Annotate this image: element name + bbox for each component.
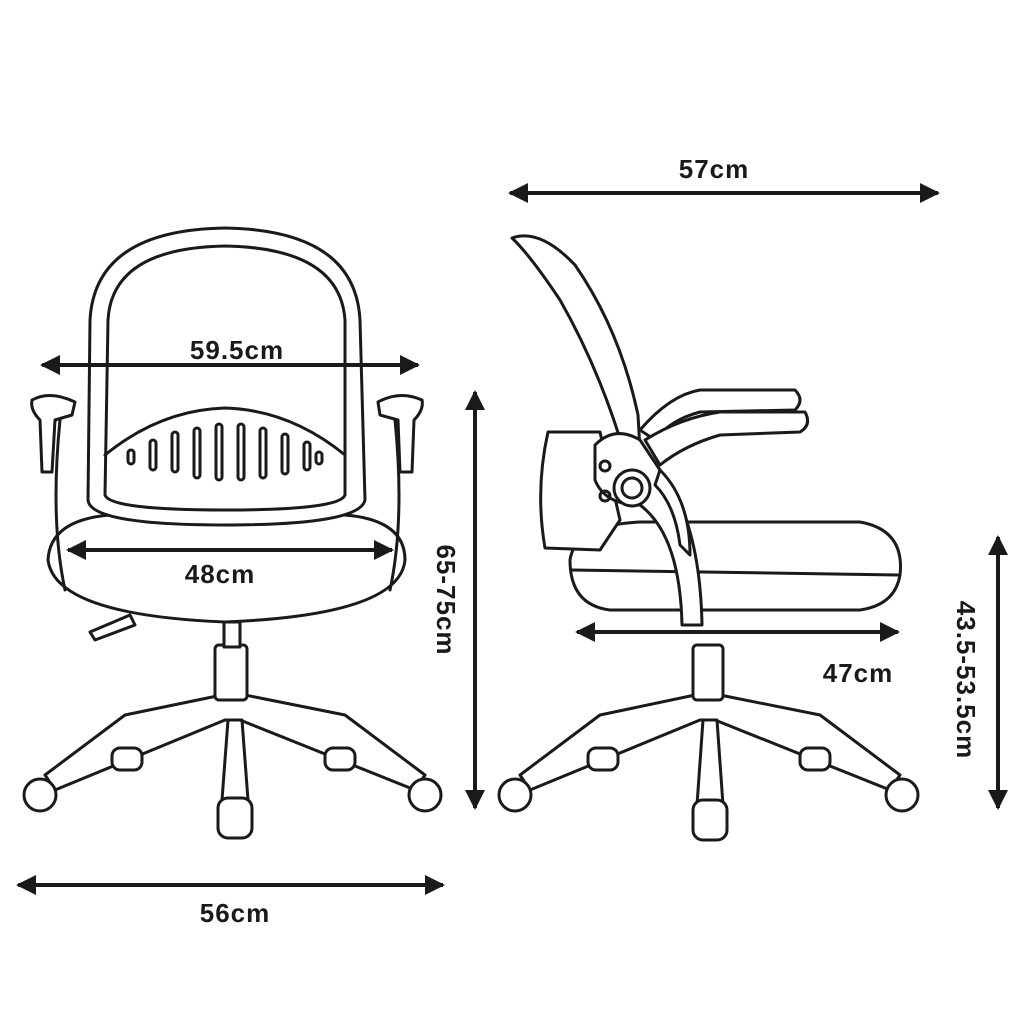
depth-label: 57cm — [679, 154, 750, 184]
front-casters — [22, 746, 443, 840]
side-view-chair — [497, 234, 920, 842]
side-base — [518, 693, 902, 807]
side-gas-cylinder — [691, 643, 725, 702]
front-backrest-vents — [126, 422, 324, 482]
seat-height-label: 43.5-53.5cm — [951, 601, 981, 759]
front-gas-cylinder — [213, 643, 249, 702]
total-height-label: 65-75cm — [431, 544, 461, 655]
side-seat — [568, 520, 902, 612]
front-lever — [88, 613, 137, 642]
seat-depth-label: 47cm — [823, 658, 894, 688]
front-base — [43, 693, 427, 802]
seat-width-label: 48cm — [185, 559, 256, 589]
side-casters — [497, 746, 920, 842]
front-view-chair — [22, 226, 443, 840]
side-tilt-knob — [612, 468, 652, 508]
front-right-armrest — [376, 394, 424, 474]
front-left-armrest — [30, 394, 77, 474]
side-backrest — [510, 234, 642, 457]
base-width-label: 56cm — [200, 898, 271, 928]
arm-width-label: 59.5cm — [190, 335, 284, 365]
